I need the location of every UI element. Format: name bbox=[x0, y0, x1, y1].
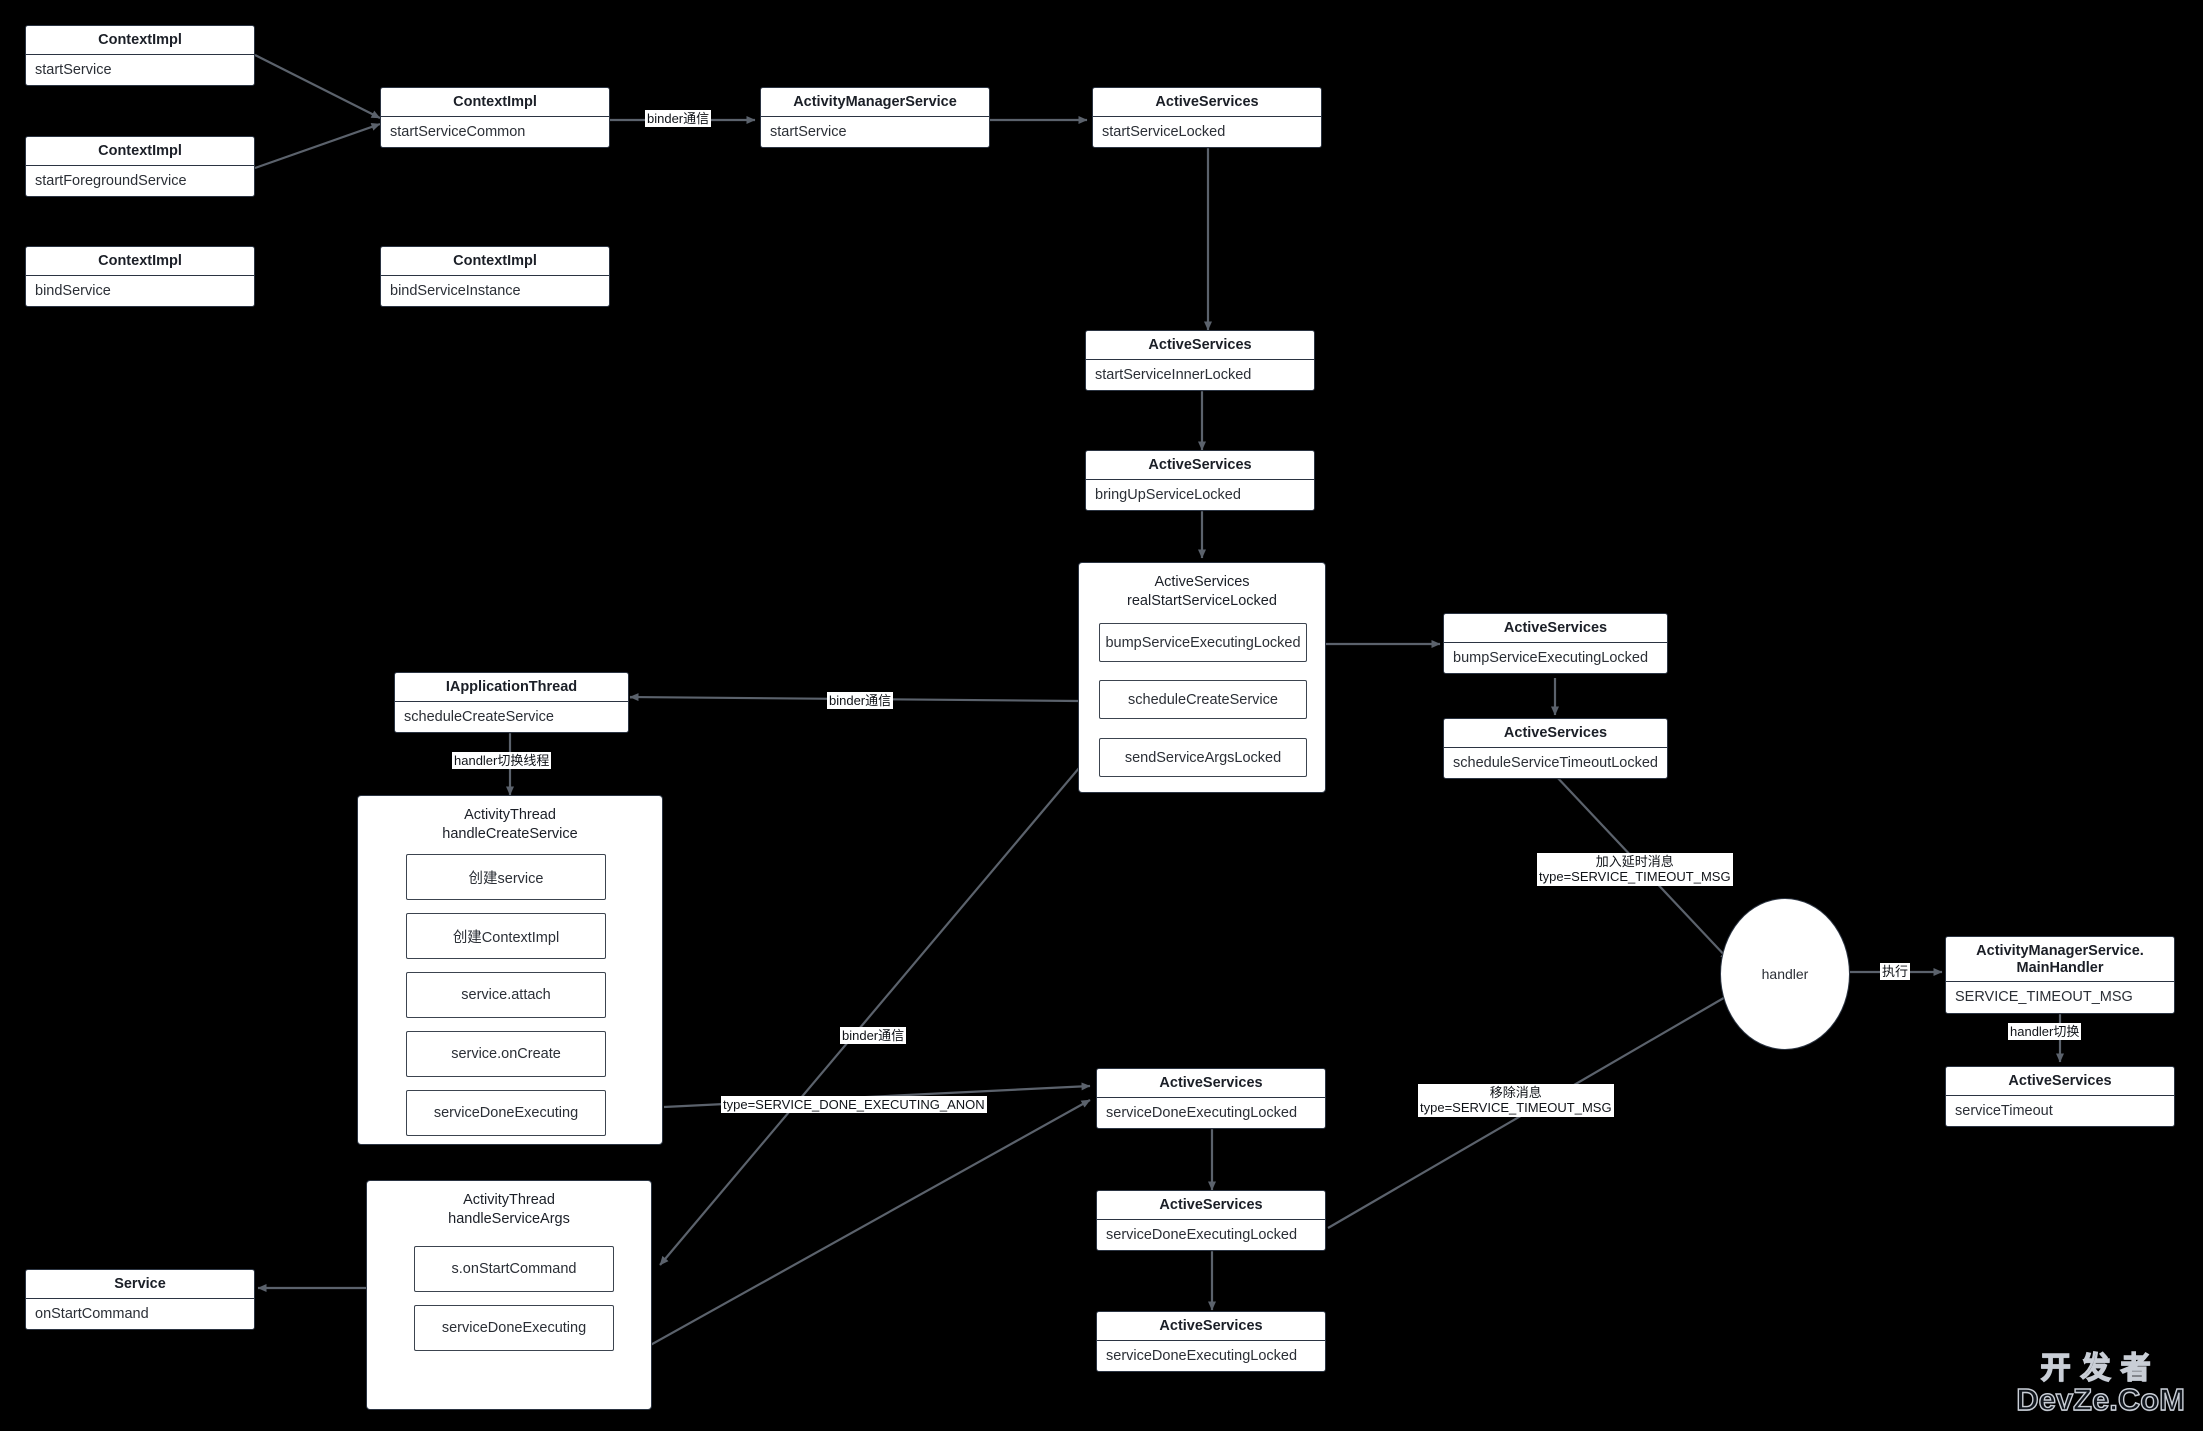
uml-body: startServiceLocked bbox=[1102, 123, 1226, 140]
watermark-en: DevZe.CoM bbox=[2015, 1382, 2185, 1418]
uml-title: ActiveServices bbox=[1086, 451, 1314, 480]
edge-label-add-delay-message: 加入延时消息 type=SERVICE_TIMEOUT_MSG bbox=[1537, 853, 1733, 886]
uml-box-iapplication-thread[interactable]: IApplicationThread scheduleCreateService bbox=[394, 672, 629, 734]
uml-box-as-service-done-executing-locked-1[interactable]: ActiveServices serviceDoneExecutingLocke… bbox=[1096, 1068, 1326, 1130]
uml-body: bindService bbox=[35, 282, 111, 299]
uml-body: SERVICE_TIMEOUT_MSG bbox=[1955, 989, 2133, 1006]
watermark-cn: 开发者 bbox=[2040, 1352, 2161, 1386]
uml-title: ContextImpl bbox=[381, 247, 609, 276]
sub-item-send-service-args-locked[interactable]: sendServiceArgsLocked bbox=[1099, 738, 1307, 777]
uml-box-context-start-service[interactable]: ContextImpl startService bbox=[25, 25, 255, 87]
uml-box-as-bring-up-service-locked[interactable]: ActiveServices bringUpServiceLocked bbox=[1085, 450, 1315, 512]
uml-title: ActiveServices bbox=[1097, 1312, 1325, 1341]
uml-title: ActiveServices bbox=[1444, 719, 1667, 748]
uml-title: ActiveServices bbox=[1444, 614, 1667, 643]
uml-body: onStartCommand bbox=[35, 1305, 149, 1322]
uml-box-service-on-start-command[interactable]: Service onStartCommand bbox=[25, 1269, 255, 1331]
edge-label-remove-message: 移除消息 type=SERVICE_TIMEOUT_MSG bbox=[1418, 1084, 1614, 1117]
edge-label-binder-done: binder通信 bbox=[840, 1027, 907, 1045]
group-title: ActivityThread handleServiceArgs bbox=[448, 1192, 570, 1227]
sub-item-schedule-create-service[interactable]: scheduleCreateService bbox=[1099, 680, 1307, 719]
uml-box-context-start-foreground-service[interactable]: ContextImpl startForegroundService bbox=[25, 136, 255, 198]
edge-label-binder-create: binder通信 bbox=[827, 692, 894, 710]
uml-box-as-start-service-inner-locked[interactable]: ActiveServices startServiceInnerLocked bbox=[1085, 330, 1315, 392]
edge-label-handler-switch-thread: handler切换线程 bbox=[452, 752, 552, 770]
uml-title: IApplicationThread bbox=[395, 673, 628, 702]
uml-body: startServiceCommon bbox=[390, 123, 526, 140]
uml-box-as-schedule-service-timeout-locked[interactable]: ActiveServices scheduleServiceTimeoutLoc… bbox=[1443, 718, 1668, 780]
uml-body: startService bbox=[35, 61, 112, 78]
uml-body: bringUpServiceLocked bbox=[1095, 486, 1241, 503]
uml-body: scheduleServiceTimeoutLocked bbox=[1453, 754, 1658, 771]
edge-label-execute: 执行 bbox=[1880, 963, 1911, 981]
uml-title: ActiveServices bbox=[1946, 1067, 2174, 1096]
uml-body: serviceTimeout bbox=[1955, 1102, 2053, 1119]
group-box-activity-thread-handle-create-service[interactable]: ActivityThread handleCreateService 创建ser… bbox=[357, 795, 663, 1145]
group-box-activity-thread-handle-service-args[interactable]: ActivityThread handleServiceArgs s.onSta… bbox=[366, 1180, 652, 1410]
uml-body: startService bbox=[770, 123, 847, 140]
uml-body: startForegroundService bbox=[35, 172, 187, 189]
uml-title: ActivityManagerService. MainHandler bbox=[1946, 937, 2174, 983]
edge-label-service-done-executing-anon: type=SERVICE_DONE_EXECUTING_ANON bbox=[721, 1096, 987, 1114]
handler-ellipse-node[interactable]: handler bbox=[1720, 898, 1850, 1050]
sub-item-create-context-impl[interactable]: 创建ContextImpl bbox=[406, 913, 606, 959]
uml-box-ams-main-handler[interactable]: ActivityManagerService. MainHandler SERV… bbox=[1945, 936, 2175, 1015]
uml-box-as-service-done-executing-locked-3[interactable]: ActiveServices serviceDoneExecutingLocke… bbox=[1096, 1311, 1326, 1373]
uml-title: ContextImpl bbox=[26, 247, 254, 276]
uml-box-as-bump-service-executing-locked[interactable]: ActiveServices bumpServiceExecutingLocke… bbox=[1443, 613, 1668, 675]
sub-item-create-service[interactable]: 创建service bbox=[406, 854, 606, 900]
uml-title: ActivityManagerService bbox=[761, 88, 989, 117]
edge-label-binder-top: binder通信 bbox=[645, 110, 712, 128]
uml-title: ActiveServices bbox=[1097, 1069, 1325, 1098]
uml-box-context-bind-service-instance[interactable]: ContextImpl bindServiceInstance bbox=[380, 246, 610, 308]
uml-box-context-start-service-common[interactable]: ContextImpl startServiceCommon bbox=[380, 87, 610, 149]
uml-body: bumpServiceExecutingLocked bbox=[1453, 649, 1649, 666]
uml-title: ContextImpl bbox=[26, 26, 254, 55]
group-title: ActiveServices realStartServiceLocked bbox=[1127, 574, 1277, 609]
uml-body: bindServiceInstance bbox=[390, 282, 521, 299]
uml-title: ContextImpl bbox=[381, 88, 609, 117]
uml-box-as-start-service-locked[interactable]: ActiveServices startServiceLocked bbox=[1092, 87, 1322, 149]
sub-item-service-attach[interactable]: service.attach bbox=[406, 972, 606, 1018]
uml-body: serviceDoneExecutingLocked bbox=[1106, 1226, 1298, 1243]
group-title: ActivityThread handleCreateService bbox=[442, 807, 578, 842]
uml-title: ActiveServices bbox=[1093, 88, 1321, 117]
handler-label: handler bbox=[1761, 966, 1809, 982]
edge-label-handler-switch: handler切换 bbox=[2008, 1023, 2082, 1041]
uml-title: ContextImpl bbox=[26, 137, 254, 166]
sub-item-service-done-executing-create[interactable]: serviceDoneExecuting bbox=[406, 1090, 606, 1136]
uml-body: startServiceInnerLocked bbox=[1095, 366, 1252, 383]
uml-body: serviceDoneExecutingLocked bbox=[1106, 1104, 1298, 1121]
watermark: 开发者 DevZe.CoM bbox=[2015, 1352, 2185, 1418]
group-box-as-real-start-service-locked[interactable]: ActiveServices realStartServiceLocked bu… bbox=[1078, 562, 1326, 793]
uml-title: Service bbox=[26, 1270, 254, 1299]
uml-title: ActiveServices bbox=[1097, 1191, 1325, 1220]
uml-box-ams-start-service[interactable]: ActivityManagerService startService bbox=[760, 87, 990, 149]
sub-item-bump-service-executing-locked[interactable]: bumpServiceExecutingLocked bbox=[1099, 623, 1307, 662]
uml-body: scheduleCreateService bbox=[404, 708, 554, 725]
uml-title: ActiveServices bbox=[1086, 331, 1314, 360]
uml-box-as-service-timeout[interactable]: ActiveServices serviceTimeout bbox=[1945, 1066, 2175, 1128]
uml-box-as-service-done-executing-locked-2[interactable]: ActiveServices serviceDoneExecutingLocke… bbox=[1096, 1190, 1326, 1252]
uml-box-context-bind-service[interactable]: ContextImpl bindService bbox=[25, 246, 255, 308]
sub-item-s-on-start-command[interactable]: s.onStartCommand bbox=[414, 1246, 614, 1292]
uml-body: serviceDoneExecutingLocked bbox=[1106, 1347, 1298, 1364]
sub-item-service-on-create[interactable]: service.onCreate bbox=[406, 1031, 606, 1077]
sub-item-service-done-executing-args[interactable]: serviceDoneExecuting bbox=[414, 1305, 614, 1351]
